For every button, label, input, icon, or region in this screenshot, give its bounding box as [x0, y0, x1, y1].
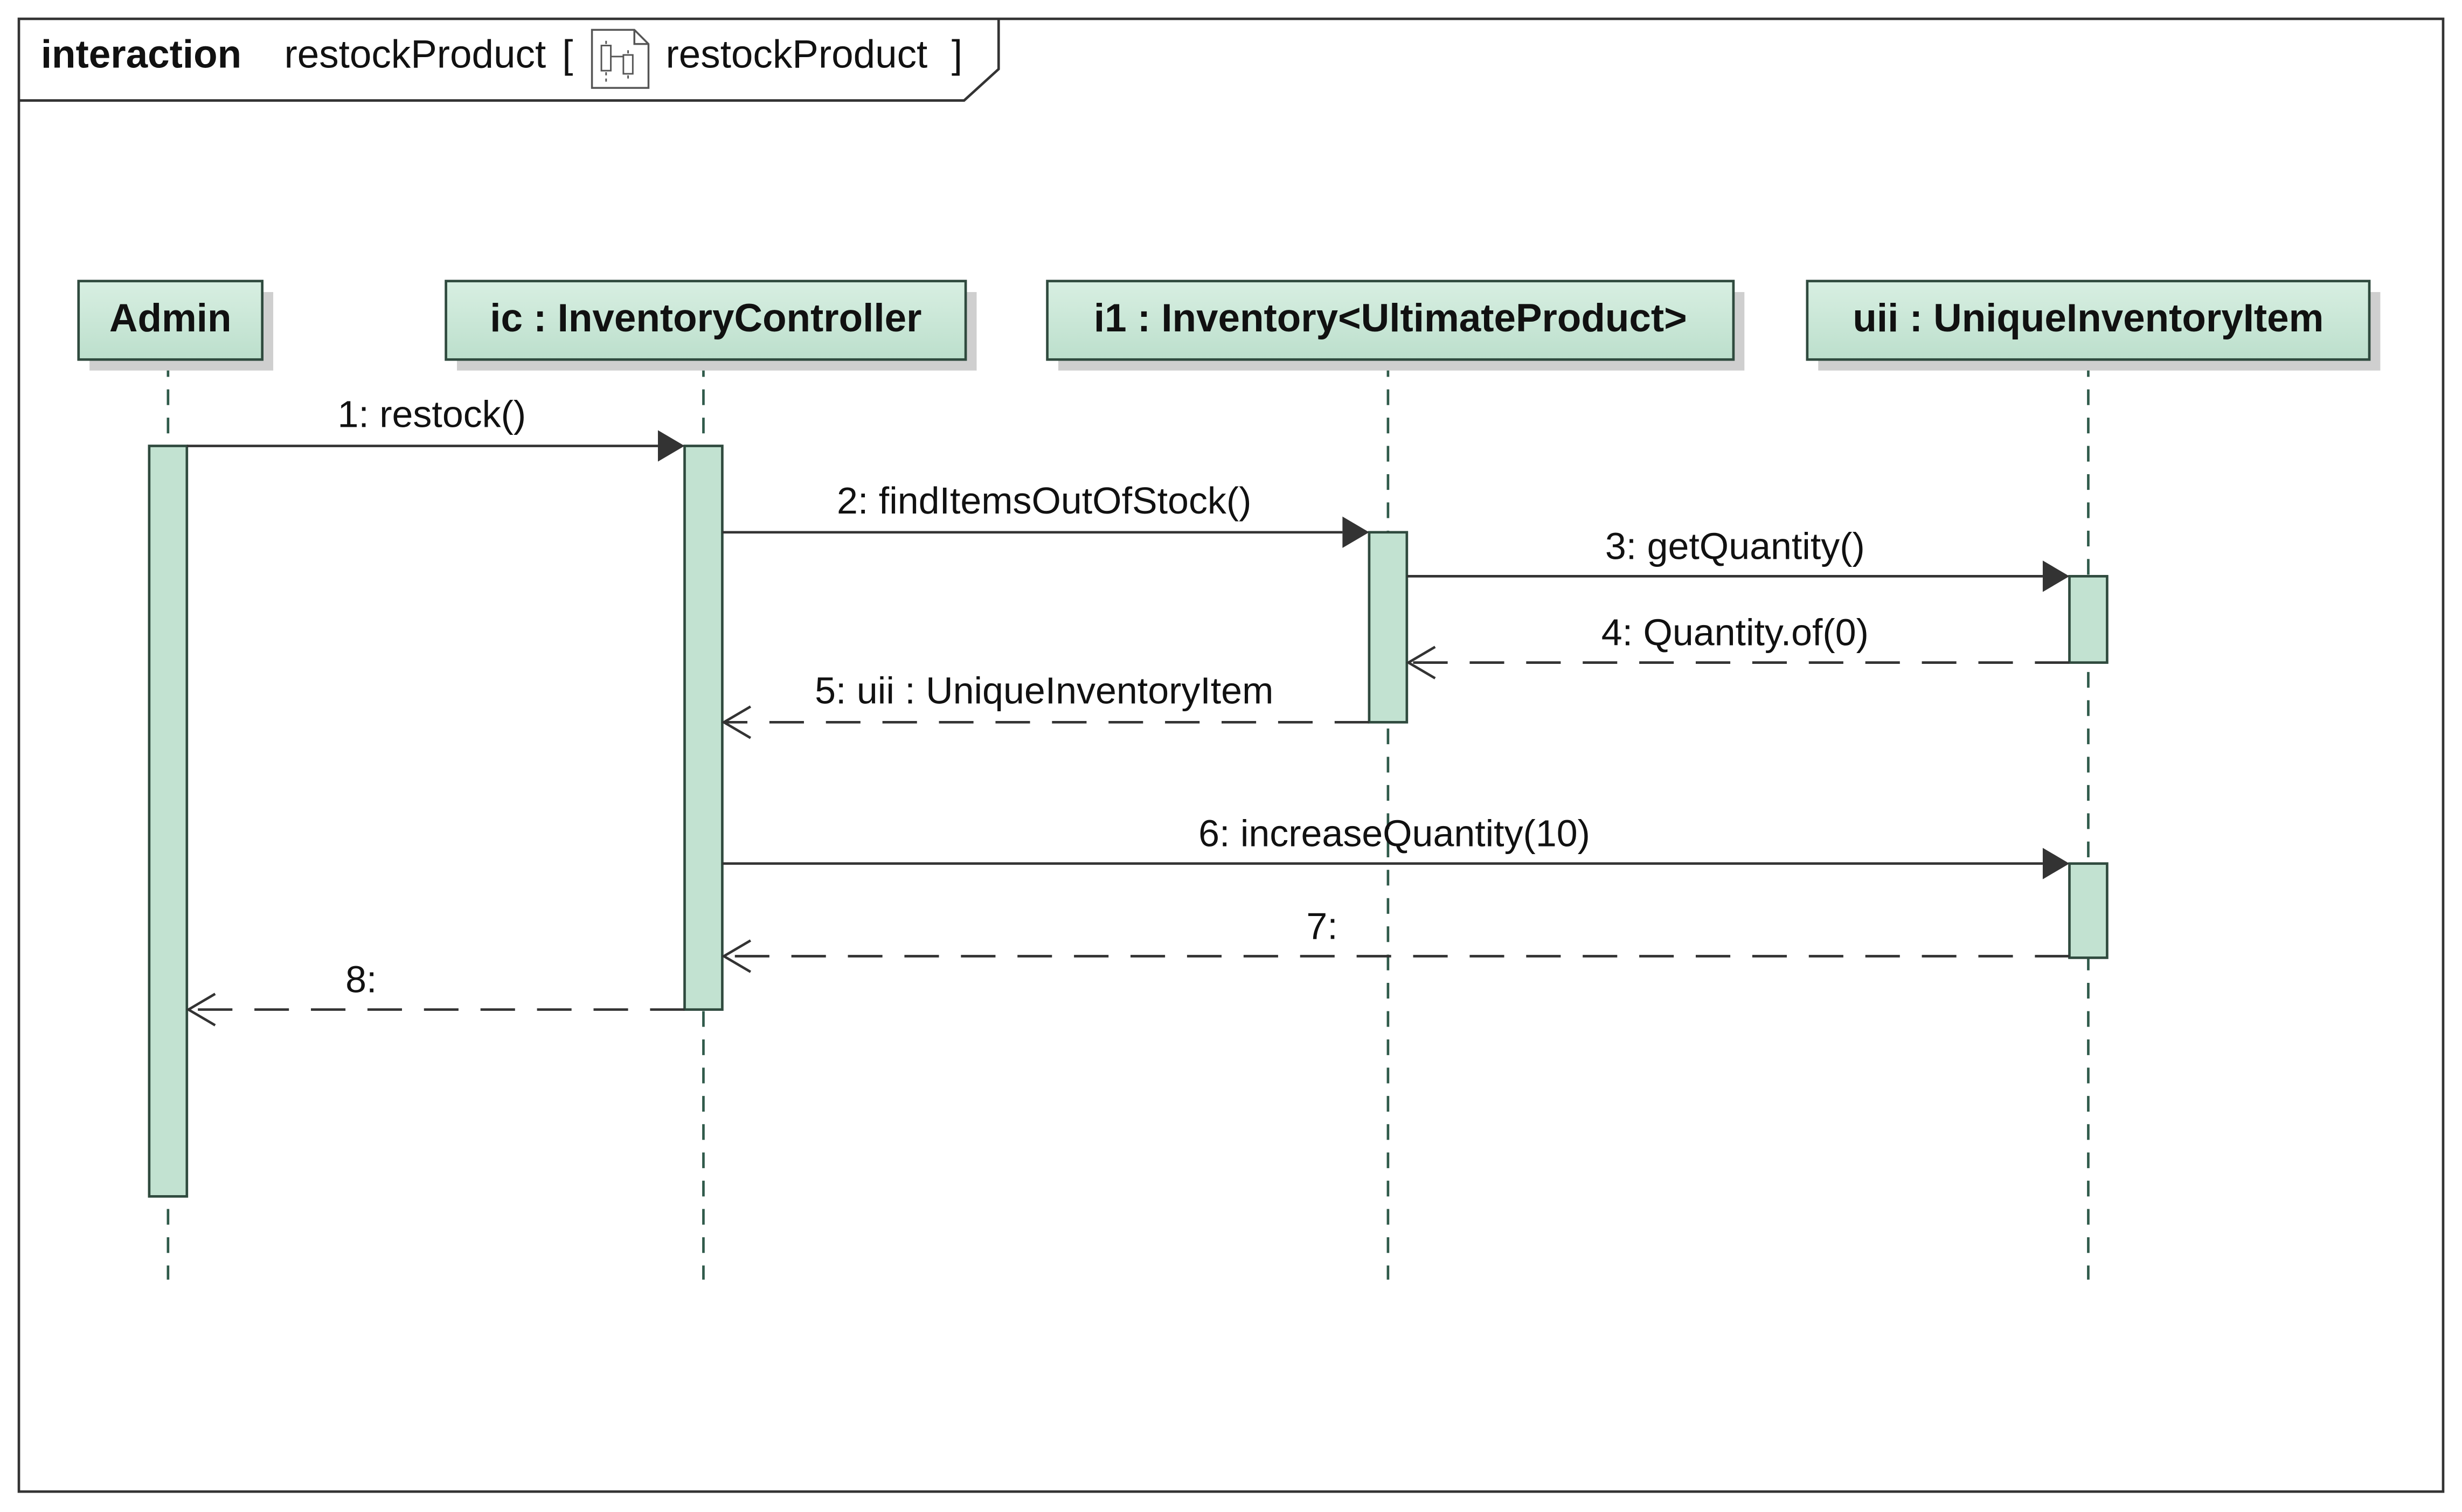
arrowhead-filled	[2042, 560, 2070, 592]
message-label: 1: restock()	[338, 393, 526, 435]
activation-bars	[148, 445, 2109, 1198]
message-4[interactable]: 4: Quantity.of(0)	[1406, 612, 2070, 679]
arrowhead-open	[186, 993, 216, 1027]
arrowhead-open	[1406, 646, 1436, 679]
frame-bracket-open: [	[562, 32, 573, 76]
lifeline-head-uii[interactable]: uii : UniqueInventoryItem	[1806, 280, 2381, 371]
message-7[interactable]: 7:	[721, 905, 2070, 973]
arrowhead-open	[721, 939, 752, 973]
message-1[interactable]: 1: restock()	[186, 393, 685, 462]
message-6[interactable]: 6: increaseQuantity(10)	[722, 813, 2070, 879]
message-2[interactable]: 2: findItemsOutOfStock()	[722, 480, 1369, 548]
lifeline-label-i1: i1 : Inventory<UltimateProduct>	[1094, 296, 1687, 340]
lifeline-label-ic: ic : InventoryController	[490, 296, 921, 340]
frame-ref-name: restockProduct	[666, 32, 928, 76]
activation-uii-1	[2068, 575, 2109, 664]
message-label: 3: getQuantity()	[1605, 525, 1865, 567]
arrowhead-filled	[657, 430, 685, 462]
interaction-frame: interaction restockProduct [ restockProd…	[17, 17, 2445, 1493]
message-8[interactable]: 8:	[186, 959, 685, 1027]
activation-admin	[148, 445, 189, 1198]
sequence-diagram-icon	[591, 29, 650, 89]
message-label: 7:	[1306, 905, 1337, 947]
lifeline-head-ic[interactable]: ic : InventoryController	[445, 280, 977, 371]
message-3[interactable]: 3: getQuantity()	[1406, 525, 2070, 592]
frame-bracket-close: ]	[952, 32, 962, 76]
arrowhead-open	[721, 705, 752, 739]
message-label: 2: findItemsOutOfStock()	[837, 480, 1251, 522]
message-label: 5: uii : UniqueInventoryItem	[815, 669, 1273, 711]
arrowhead-filled	[1342, 516, 1369, 548]
frame-name-tab	[19, 18, 1000, 102]
lifeline-head-admin[interactable]: Admin	[77, 280, 274, 371]
arrowhead-filled	[2042, 848, 2070, 879]
message-label: 8:	[345, 959, 377, 1001]
lifeline-label-admin: Admin	[109, 296, 232, 340]
message-label: 6: increaseQuantity(10)	[1198, 813, 1590, 855]
frame-keyword: interaction	[41, 32, 241, 76]
activation-ic	[683, 445, 724, 1011]
lifeline-label-uii: uii : UniqueInventoryItem	[1853, 296, 2324, 340]
message-label: 4: Quantity.of(0)	[1601, 612, 1869, 654]
activation-i1	[1368, 531, 1409, 724]
frame-name: restockProduct	[284, 32, 546, 76]
lifeline-head-i1[interactable]: i1 : Inventory<UltimateProduct>	[1046, 280, 1745, 371]
frame-border	[17, 17, 2445, 1493]
activation-uii-2	[2068, 862, 2109, 959]
message-5[interactable]: 5: uii : UniqueInventoryItem	[721, 669, 1369, 739]
